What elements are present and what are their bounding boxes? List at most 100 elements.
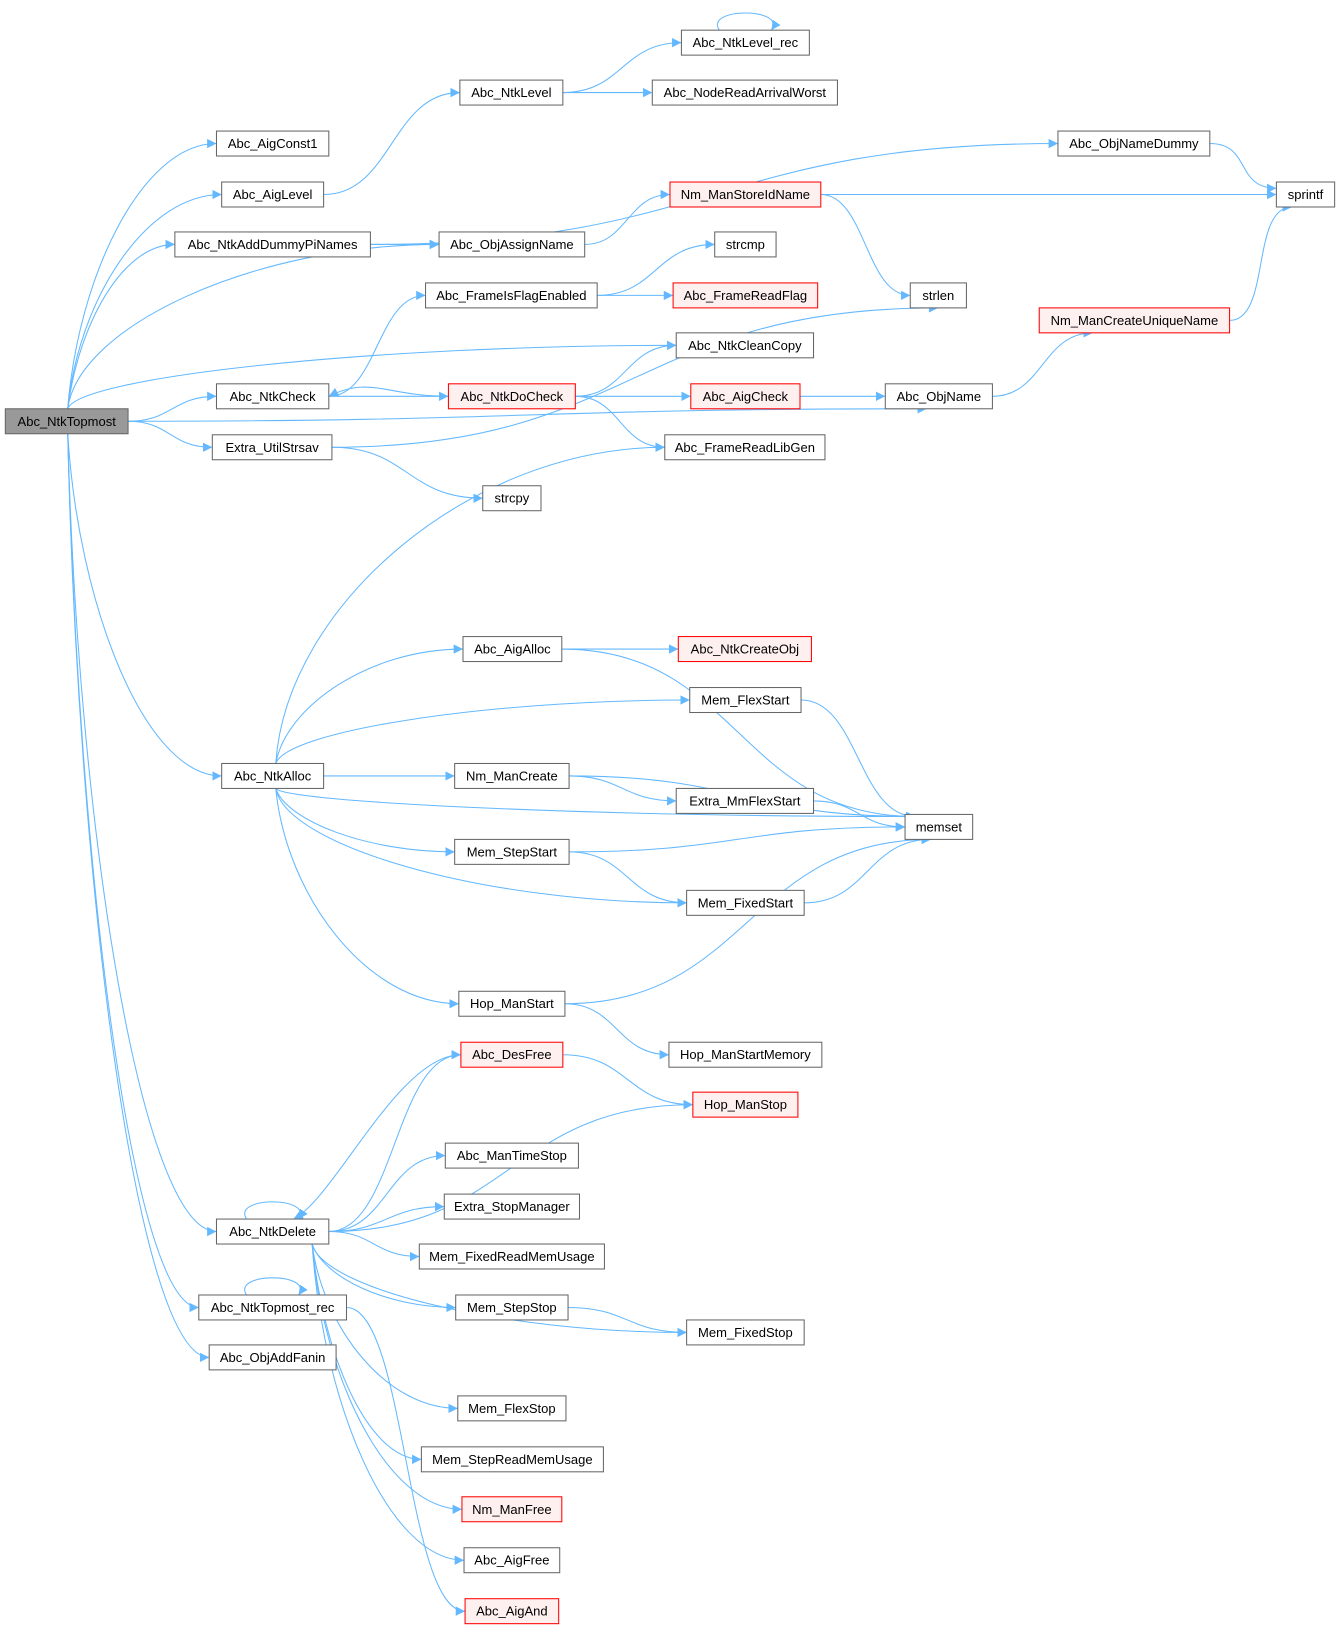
node-box [458, 990, 566, 1017]
node-docheck[interactable]: Abc_NtkDoCheck [447, 383, 576, 410]
node-nmfree[interactable]: Nm_ManFree [461, 1496, 563, 1523]
node-label: Abc_AigConst1 [228, 136, 318, 151]
node-ntklevel[interactable]: Abc_NtkLevel [459, 79, 564, 106]
node-hopstartmem[interactable]: Hop_ManStartMemory [668, 1041, 823, 1068]
node-readflag[interactable]: Abc_FrameReadFlag [672, 282, 819, 309]
node-box [221, 762, 325, 789]
node-addfanin[interactable]: Abc_ObjAddFanin [208, 1344, 337, 1371]
node-flexstart[interactable]: Mem_FlexStart [689, 687, 802, 714]
node-label: Abc_ManTimeStop [457, 1148, 567, 1163]
node-mmflexstart[interactable]: Extra_MmFlexStart [675, 787, 815, 814]
node-fixedstop[interactable]: Mem_FixedStop [686, 1319, 805, 1346]
edge-ntkdelete-to-flexstop [311, 1243, 458, 1414]
edge-stepstop-to-fixedstop [568, 1306, 687, 1338]
node-libgen[interactable]: Abc_FrameReadLibGen [664, 434, 826, 461]
node-strcmp[interactable]: strcmp [714, 231, 777, 258]
node-ntkalloc[interactable]: Abc_NtkAlloc [221, 762, 325, 789]
node-box [904, 813, 974, 840]
edge-topmost-to-aigconst1 [67, 138, 217, 409]
node-aigand[interactable]: Abc_AigAnd [464, 1598, 560, 1625]
edge-topmost-to-cleancopy [67, 340, 677, 409]
node-label: Mem_StepStop [467, 1300, 557, 1315]
node-label: Abc_NodeReadArrivalWorst [664, 85, 827, 100]
node-ntkdelete[interactable]: Abc_NtkDelete [215, 1218, 330, 1245]
edge-ntkalloc-to-stepstart [275, 788, 455, 857]
node-label: Hop_ManStop [704, 1097, 787, 1112]
node-storeid[interactable]: Nm_ManStoreIdName [669, 181, 822, 208]
node-ntklevelrec[interactable]: Abc_NtkLevel_rec [680, 29, 810, 56]
node-label: Abc_ObjAssignName [450, 237, 574, 252]
node-label: Mem_FlexStop [468, 1401, 555, 1416]
node-fixedusage[interactable]: Mem_FixedReadMemUsage [418, 1243, 605, 1270]
edge-strsav-to-strlen [331, 303, 939, 448]
edge-docheck-to-cleancopy [575, 340, 677, 397]
node-aigconst1[interactable]: Abc_AigConst1 [215, 130, 330, 157]
edges-layer [67, 12, 1292, 1616]
edge-stepstart-to-memset [569, 822, 906, 853]
node-strlen[interactable]: strlen [909, 282, 967, 309]
node-label: Nm_ManCreate [466, 768, 558, 783]
node-label: Abc_NtkTopmost_rec [211, 1300, 335, 1315]
node-cleancopy[interactable]: Abc_NtkCleanCopy [675, 332, 815, 359]
node-stopmgr[interactable]: Extra_StopManager [443, 1193, 581, 1220]
edge-hopstart-to-hopstartmem [564, 1003, 669, 1060]
node-label: Nm_ManFree [472, 1502, 551, 1517]
node-label: Abc_NtkTopmost [18, 414, 117, 429]
node-flagenabled[interactable]: Abc_FrameIsFlagEnabled [425, 282, 598, 309]
node-box [686, 889, 805, 916]
node-strcpy[interactable]: strcpy [482, 485, 542, 512]
node-objname[interactable]: Abc_ObjName [884, 383, 993, 410]
node-desfree[interactable]: Abc_DesFree [460, 1041, 564, 1068]
node-hopstart[interactable]: Hop_ManStart [458, 990, 566, 1017]
node-box [1057, 130, 1211, 157]
node-stepstop[interactable]: Mem_StepStop [455, 1294, 569, 1321]
node-adddummy[interactable]: Abc_NtkAddDummyPiNames [174, 231, 371, 258]
node-memset[interactable]: memset [904, 813, 974, 840]
node-label: Abc_AigAlloc [474, 642, 551, 657]
node-fixedstart[interactable]: Mem_FixedStart [686, 889, 805, 916]
node-label: Extra_StopManager [454, 1199, 570, 1214]
node-aigfree[interactable]: Abc_AigFree [463, 1547, 561, 1574]
node-flexstop[interactable]: Mem_FlexStop [457, 1395, 567, 1422]
node-uniquename[interactable]: Nm_ManCreateUniqueName [1038, 307, 1231, 334]
node-stepstart[interactable]: Mem_StepStart [454, 838, 570, 865]
node-box [454, 838, 570, 865]
node-box [462, 636, 563, 663]
node-aiglevel[interactable]: Abc_AigLevel [221, 181, 325, 208]
edge-mmflexstart-to-memset [813, 800, 906, 832]
node-box [444, 1142, 579, 1169]
edge-ntkalloc-to-fixedstart [275, 788, 687, 908]
node-nmcreate[interactable]: Nm_ManCreate [454, 762, 570, 789]
node-hopstop[interactable]: Hop_ManStop [692, 1091, 799, 1118]
node-topmost[interactable]: Abc_NtkTopmost [4, 408, 129, 435]
node-label: strcmp [726, 237, 765, 252]
node-timestop[interactable]: Abc_ManTimeStop [444, 1142, 579, 1169]
edge-topmostrec-to-topmostrec [244, 1277, 308, 1296]
node-aigalloc[interactable]: Abc_AigAlloc [462, 636, 563, 663]
node-label: Abc_NtkLevel_rec [693, 35, 799, 50]
node-stepusage[interactable]: Mem_StepReadMemUsage [420, 1446, 604, 1473]
node-label: Abc_AigCheck [703, 389, 789, 404]
edge-topmost-to-adddummy [67, 239, 175, 409]
node-ntkcheck[interactable]: Abc_NtkCheck [215, 383, 330, 410]
node-box [672, 282, 819, 309]
node-createobj[interactable]: Abc_NtkCreateObj [677, 636, 812, 663]
node-label: Hop_ManStartMemory [680, 1047, 811, 1062]
node-box [215, 1218, 330, 1245]
node-arrival[interactable]: Abc_NodeReadArrivalWorst [651, 79, 838, 106]
node-strsav[interactable]: Extra_UtilStrsav [211, 434, 333, 461]
node-sprintf[interactable]: sprintf [1275, 181, 1336, 208]
node-box [221, 181, 325, 208]
edge-desfree-to-ntkdelete [293, 1054, 461, 1220]
node-aigcheck[interactable]: Abc_AigCheck [690, 383, 801, 410]
node-objnamedummy[interactable]: Abc_ObjNameDummy [1057, 130, 1211, 157]
edge-ntkalloc-to-memset [275, 788, 916, 822]
edge-topmost-to-ntkdelete [67, 433, 217, 1237]
node-box [461, 1496, 563, 1523]
node-topmostrec[interactable]: Abc_NtkTopmost_rec [198, 1294, 348, 1321]
node-assignname[interactable]: Abc_ObjAssignName [438, 231, 586, 258]
node-label: Abc_NtkDelete [229, 1224, 316, 1239]
node-box [447, 383, 576, 410]
node-box [675, 787, 815, 814]
